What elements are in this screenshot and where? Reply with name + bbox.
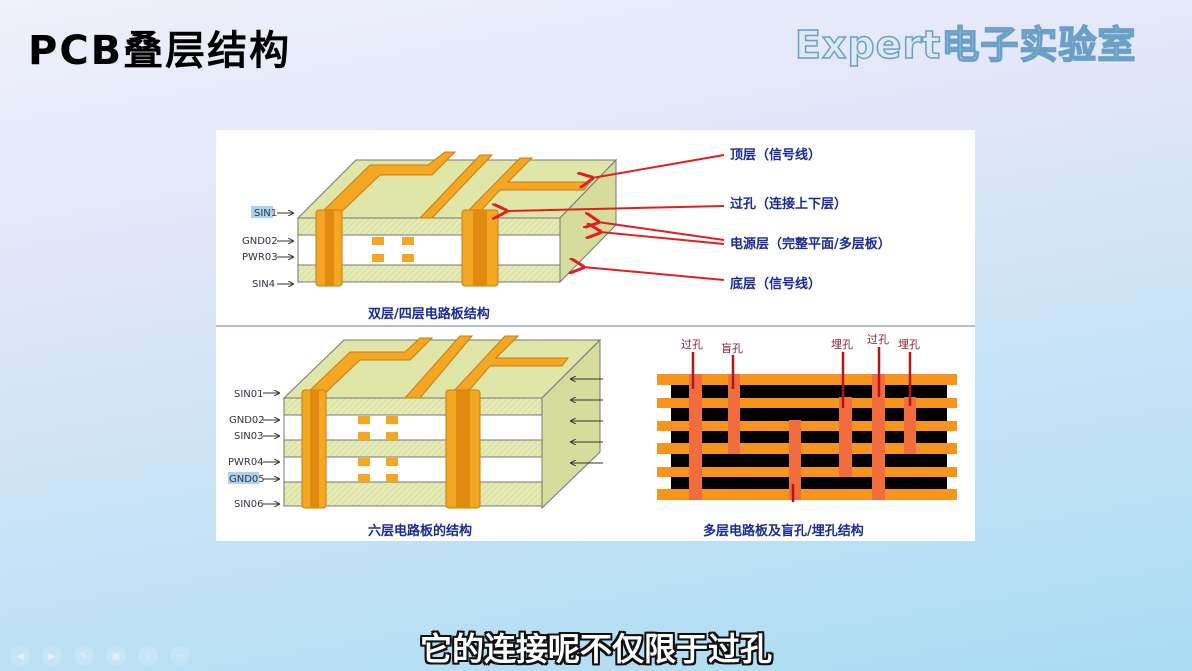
label-through-via: 过孔	[867, 333, 889, 346]
more-icon[interactable]: ⋯	[170, 646, 190, 666]
layer-label-highlight	[228, 472, 259, 484]
layer-label: GND02	[229, 415, 265, 426]
layer-label: PWR03	[242, 252, 278, 263]
callout-top-layer: 顶层（信号线）	[730, 147, 821, 163]
blind-buried-via-board	[657, 347, 957, 502]
prev-icon[interactable]: ◀	[10, 646, 30, 666]
slideshow-controls: ◀ ▶ ✎ ▣ ⌕ ⋯	[10, 646, 190, 666]
callout-arrows	[506, 154, 725, 281]
four-layer-board	[296, 151, 618, 287]
watermark-logo: Expert电子实验室	[794, 22, 1137, 68]
pen-icon[interactable]: ✎	[74, 646, 94, 666]
caption-blind-buried: 多层电路板及盲孔/埋孔结构	[703, 523, 864, 539]
pcb-figure: SIN1 GND02 PWR03 SIN4 顶层（信号线） 过孔（连接上下层） …	[216, 130, 975, 541]
callout-bottom-layer: 底层（信号线）	[730, 276, 821, 292]
layer-label: GND02	[242, 236, 278, 247]
label-blind-via: 盲孔	[721, 341, 743, 355]
layer-label-highlight	[251, 206, 273, 218]
pcb-diagrams: SIN1 GND02 PWR03 SIN4 顶层（信号线） 过孔（连接上下层） …	[216, 147, 975, 539]
callout-power-layer: 电源层（完整平面/多层板）	[730, 236, 891, 252]
caption-six-layer: 六层电路板的结构	[368, 523, 472, 539]
label-buried-via: 埋孔	[831, 338, 853, 351]
layer-label: SIN4	[252, 279, 275, 290]
video-subtitle: 它的连接呢不仅限于过孔	[419, 630, 772, 668]
layer-label: SIN1	[254, 208, 277, 219]
label-through-via: 过孔	[681, 338, 703, 351]
callout-via: 过孔（连接上下层）	[730, 196, 847, 212]
slide-title: PCB叠层结构	[28, 28, 292, 74]
screen-icon[interactable]: ▣	[106, 646, 126, 666]
six-layer-board	[282, 335, 602, 510]
layer-label: GND05	[229, 474, 265, 485]
layer-label: PWR04	[228, 457, 264, 468]
next-icon[interactable]: ▶	[42, 646, 62, 666]
layer-label: SIN06	[234, 499, 264, 510]
zoom-icon[interactable]: ⌕	[138, 646, 158, 666]
layer-label: SIN01	[234, 389, 264, 400]
caption-four-layer: 双层/四层电路板结构	[368, 306, 490, 322]
label-buried-via: 埋孔	[898, 338, 920, 351]
layer-label: SIN03	[234, 431, 264, 442]
